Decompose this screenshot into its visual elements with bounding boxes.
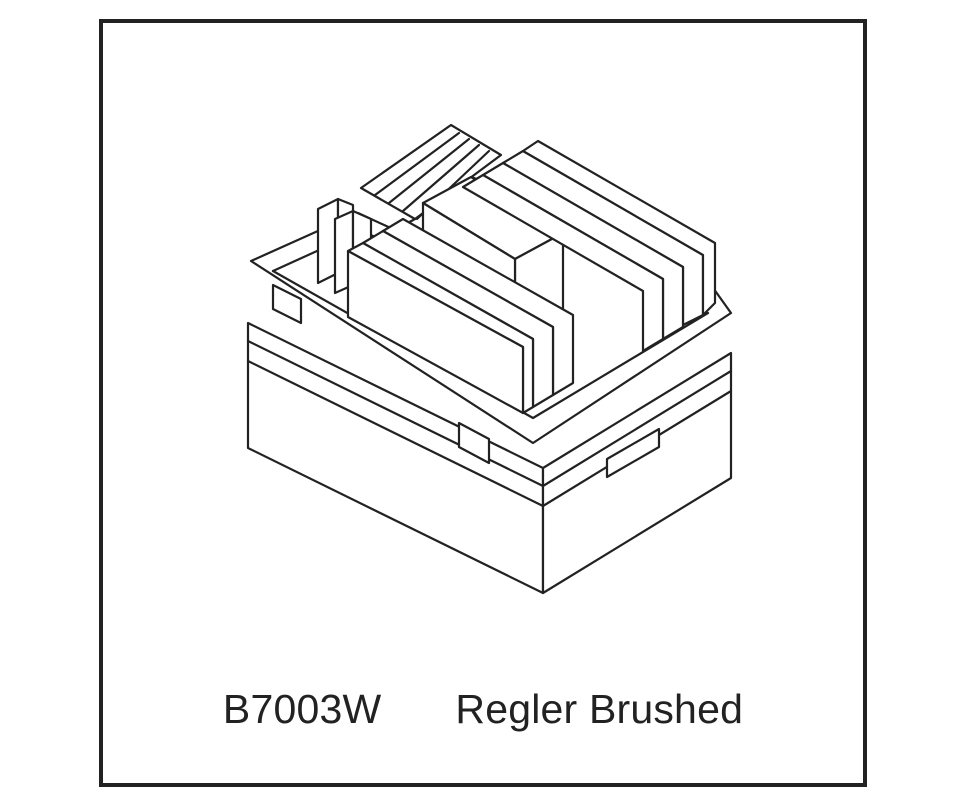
part-name: Regler Brushed xyxy=(455,685,744,732)
part-card: B7003W Regler Brushed xyxy=(99,19,867,787)
part-caption: B7003W Regler Brushed xyxy=(103,679,863,739)
esc-controller-icon xyxy=(246,123,733,595)
heatsink-fins xyxy=(461,139,717,353)
left-clip-tab xyxy=(271,283,303,325)
right-clip-tab xyxy=(605,427,661,479)
housing-right-face xyxy=(541,351,733,595)
front-clip-tab xyxy=(457,421,491,465)
part-number: B7003W xyxy=(222,685,382,732)
front-fins xyxy=(346,217,575,415)
